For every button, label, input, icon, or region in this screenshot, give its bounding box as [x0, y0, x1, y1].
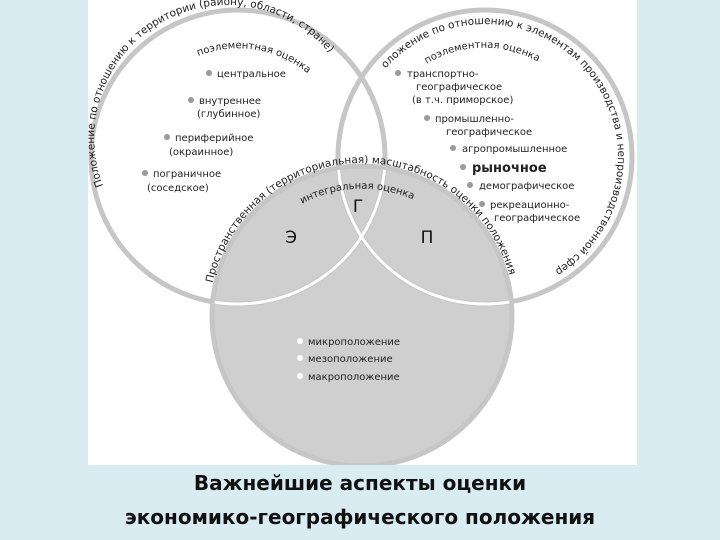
- bullet-icon: [297, 338, 303, 344]
- caption-line-1: Важнейшие аспекты оценки: [193, 471, 527, 495]
- bottom-item-label: мезоположение: [308, 354, 393, 365]
- left-item-line: (глубинное): [197, 109, 260, 120]
- right-item-line: географическое: [494, 213, 580, 224]
- bullet-icon: [424, 115, 430, 121]
- right-item-line: транспортно-: [407, 69, 479, 80]
- bullet-icon: [460, 164, 466, 170]
- bottom-item-label: микроположение: [308, 337, 400, 348]
- right-circle-overlap-stroke: [336, 168, 510, 306]
- right-item-line: агропромышленное: [462, 144, 567, 155]
- region-letter-e: Э: [285, 228, 297, 248]
- right-item-line: географическое: [446, 127, 532, 138]
- right-item: транспортно- географическое (в т.ч. прим…: [395, 69, 513, 106]
- right-item: промышленно- географическое: [424, 114, 532, 138]
- bullet-icon: [297, 373, 303, 379]
- bottom-circle: [209, 163, 515, 465]
- right-item-line: промышленно-: [435, 114, 514, 125]
- bullet-icon: [450, 145, 456, 151]
- left-item-line: пограничное: [153, 169, 221, 180]
- right-item-line: (в т.ч. приморское): [412, 95, 513, 106]
- region-letter-p: П: [421, 228, 434, 248]
- bottom-item-label: макроположение: [308, 372, 400, 383]
- bullet-icon: [395, 70, 401, 76]
- left-item: центральное: [206, 69, 286, 80]
- bullet-icon: [142, 170, 148, 176]
- bullet-icon: [164, 134, 170, 140]
- bullet-icon: [297, 355, 303, 361]
- bullet-icon: [467, 182, 473, 188]
- bullet-icon: [188, 97, 194, 103]
- diagram-panel: Положение по отношению к территории (рай…: [88, 0, 637, 465]
- left-item-line: (соседское): [147, 183, 209, 194]
- bottom-item: мезоположение: [297, 354, 393, 365]
- slide-caption: Важнейшие аспекты оценки экономико-геогр…: [0, 466, 720, 534]
- left-circle-outer-label: Положение по отношению к территории (рай…: [88, 0, 336, 189]
- right-item-line: географическое: [416, 82, 502, 93]
- left-item: внутреннее (глубинное): [188, 96, 261, 120]
- region-letter-g: Г: [353, 197, 363, 217]
- left-item-line: (окраинное): [169, 147, 233, 158]
- right-item: рыночное: [460, 161, 547, 176]
- bottom-item: макроположение: [297, 372, 400, 383]
- right-item: демографическое: [467, 181, 574, 192]
- right-item-line: демографическое: [479, 181, 574, 192]
- left-item: периферийное (окраинное): [164, 133, 253, 158]
- left-item-line: внутреннее: [199, 96, 261, 107]
- left-item-line: центральное: [217, 69, 286, 80]
- bottom-item: микроположение: [297, 337, 400, 348]
- left-item-line: периферийное: [175, 133, 253, 144]
- left-item: пограничное (соседское): [142, 169, 221, 194]
- bullet-icon: [479, 201, 485, 207]
- left-circle-overlap-stroke: [214, 168, 387, 306]
- right-item-line: рекреационно-: [490, 200, 570, 211]
- caption-line-2: экономико-географического положения: [124, 505, 596, 529]
- bullet-icon: [206, 70, 212, 76]
- right-item-line: рыночное: [472, 161, 547, 176]
- right-item: рекреационно- географическое: [479, 200, 580, 224]
- right-item: агропромышленное: [450, 144, 567, 155]
- right-circle-inner-label: поэлементная оценка: [423, 40, 542, 67]
- venn-diagram: Положение по отношению к территории (рай…: [88, 0, 635, 465]
